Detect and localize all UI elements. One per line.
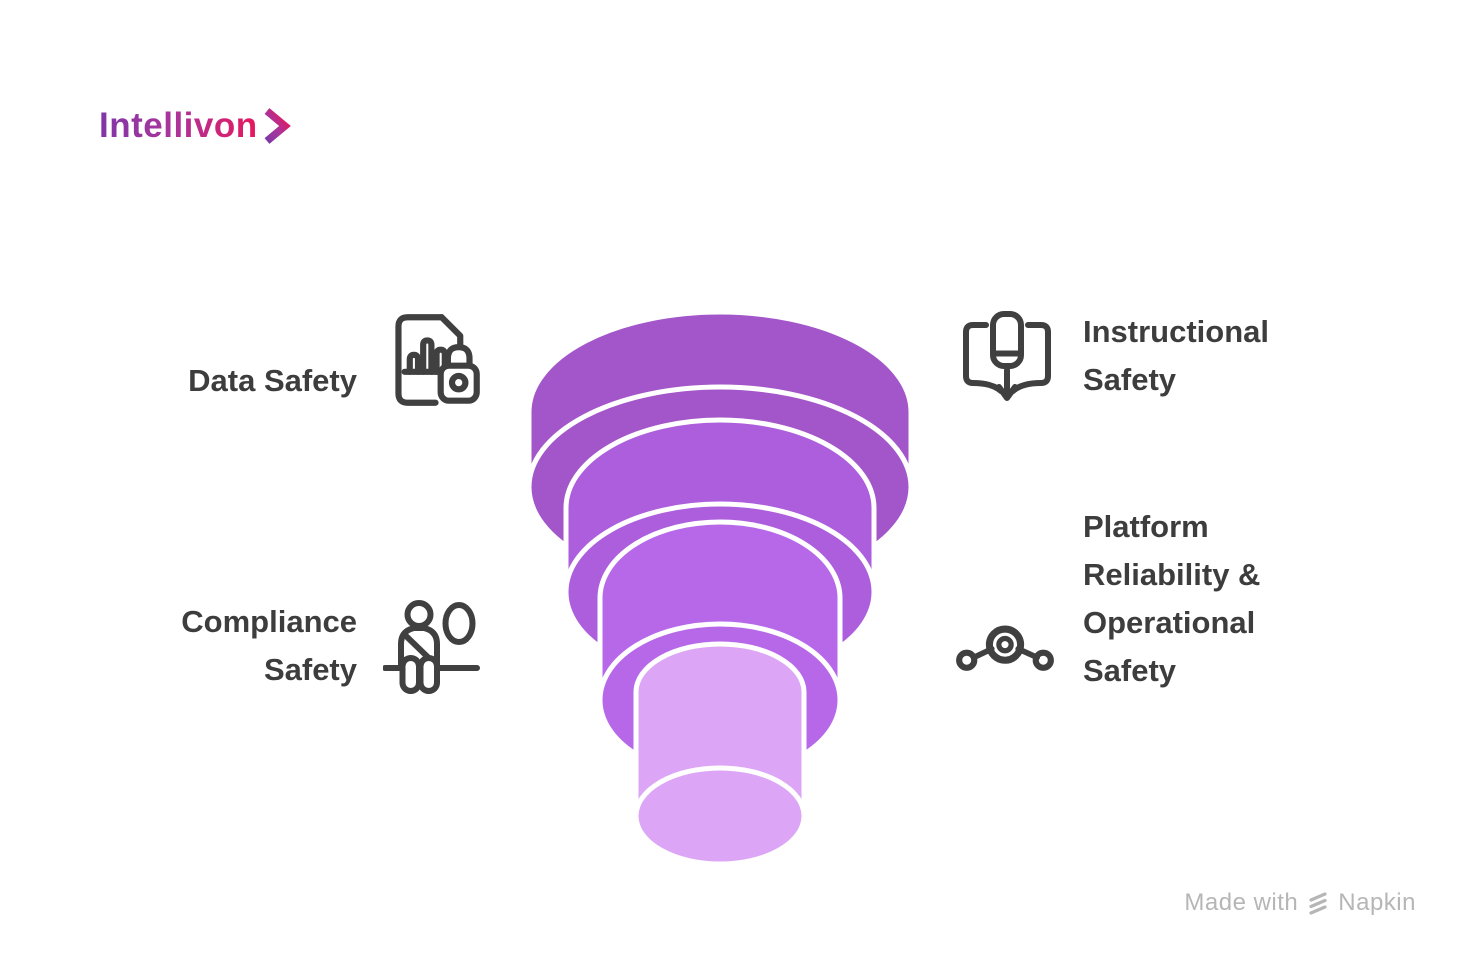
funnel-graphic bbox=[526, 309, 914, 867]
label-data-safety: Data Safety bbox=[0, 357, 357, 405]
open-book-device-icon bbox=[963, 311, 1051, 401]
label-line: Compliance bbox=[181, 604, 357, 639]
label-line: Operational bbox=[1083, 605, 1256, 640]
label-instructional-safety: Instructional Safety bbox=[1083, 308, 1413, 404]
label-platform-safety: Platform Reliability & Operational Safet… bbox=[1083, 503, 1413, 695]
label-line: Platform bbox=[1083, 509, 1209, 544]
chevron-right-icon bbox=[264, 108, 291, 144]
label-line: Instructional bbox=[1083, 314, 1270, 349]
credit-prefix: Made with bbox=[1184, 889, 1299, 916]
funnel-layer-4-rim bbox=[633, 765, 807, 817]
network-nodes-icon bbox=[956, 625, 1054, 671]
label-line: Reliability & bbox=[1083, 557, 1261, 592]
document-chart-lock-icon bbox=[395, 314, 480, 406]
funnel-layer-3-rim bbox=[597, 621, 843, 701]
intellivon-wordmark: Intellivon bbox=[99, 106, 258, 145]
credit-brand: Napkin bbox=[1338, 889, 1416, 916]
funnel-layer-1-rim bbox=[526, 384, 914, 488]
label-line: Safety bbox=[1083, 653, 1177, 688]
funnel-layer-2-rim bbox=[563, 501, 877, 593]
napkin-logo-icon bbox=[1309, 892, 1327, 915]
label-line: Safety bbox=[263, 652, 357, 687]
seatbelt-person-icon bbox=[383, 600, 480, 694]
funnel-layer-4 bbox=[633, 641, 807, 867]
label-compliance-safety: Compliance Safety bbox=[0, 598, 357, 694]
intellivon-logo: Intellivon bbox=[99, 106, 291, 146]
label-line: Data Safety bbox=[188, 363, 357, 398]
made-with-napkin-credit: Made with Napkin bbox=[1184, 889, 1416, 917]
label-line: Safety bbox=[1083, 362, 1177, 397]
